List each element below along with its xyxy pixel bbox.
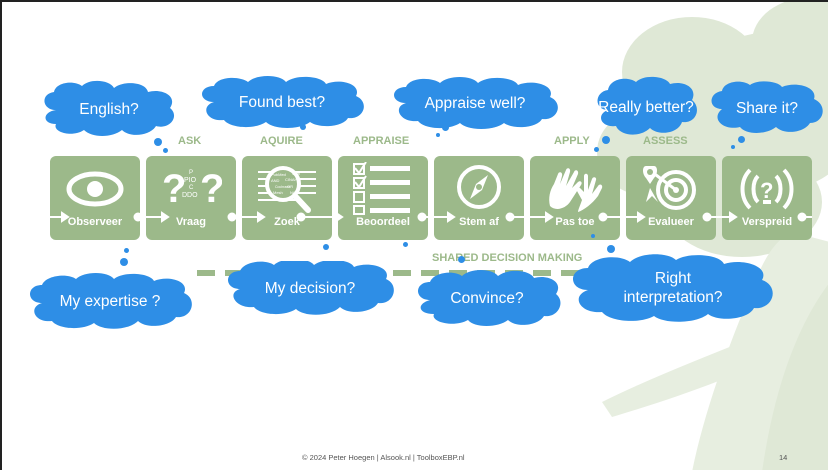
cloud-text: Convince?	[450, 289, 524, 307]
target-icon	[643, 166, 696, 210]
step-pas-toe: Pas toe	[530, 156, 620, 240]
thought-dot	[602, 136, 610, 144]
thought-dot	[442, 124, 449, 131]
step-label: Stem af	[459, 216, 499, 228]
cloud-text: Found best?	[238, 93, 326, 111]
cloud-text: Really better?	[598, 98, 694, 116]
cloud-text: Appraise well?	[424, 94, 526, 112]
compass-icon	[457, 165, 501, 209]
zoek-icon-text: NOT	[290, 190, 299, 195]
page-number: 14	[779, 453, 788, 462]
svg-text:?: ?	[200, 167, 222, 211]
cloud-text: My expertise ?	[59, 292, 161, 310]
step-evalueer: Evalueer	[626, 156, 716, 240]
step-verspreid: ? Verspreid	[722, 156, 812, 240]
broadcast-icon: ?	[740, 168, 794, 210]
step-observeer: Observeer	[50, 156, 140, 240]
step-vraag: ? ? P PIO C DDO Vraag	[146, 156, 236, 240]
cloud-my-decision: My decision?	[220, 261, 400, 315]
thought-dot	[403, 242, 408, 247]
cloud-share-it: Share it?	[706, 81, 828, 135]
phase-aquire: AQUIRE	[260, 135, 303, 147]
thought-dot	[163, 148, 168, 153]
vraag-icon-text: DDO	[182, 192, 198, 199]
zoek-icon-text: AND	[271, 178, 280, 183]
footer-credits: © 2024 Peter Hoegen | Alsook.nl | Toolbo…	[302, 453, 465, 462]
thought-dot	[323, 244, 329, 250]
phase-assess: ASSESS	[643, 135, 688, 147]
vraag-icon-text: PIO	[184, 177, 197, 184]
thought-dot	[738, 136, 745, 143]
thought-dot	[154, 138, 162, 146]
cloud-text: Share it?	[735, 99, 799, 117]
thought-dot	[124, 248, 129, 253]
thought-dot	[591, 234, 595, 238]
shared-decision-making-label: SHARED DECISION MAKING	[432, 252, 583, 264]
step-label: Zoek	[274, 216, 300, 228]
question-marks-icon: ? ? P PIO C DDO	[162, 167, 222, 211]
step-label: Beoordeel	[356, 216, 410, 228]
thought-dot	[594, 147, 599, 152]
svg-text:?: ?	[760, 178, 773, 203]
step-zoek: PubMed Cochrane CINAHL AND OR NOT Mesh W…	[242, 156, 332, 240]
step-label: Verspreid	[741, 216, 793, 228]
cloud-text: Right interpretation?	[623, 270, 723, 306]
step-stem-af: Stem af	[434, 156, 524, 240]
cloud-text: English?	[79, 100, 139, 118]
cloud-text: My decision?	[264, 279, 356, 297]
step-label: Pas toe	[555, 216, 595, 228]
vraag-icon-text: C	[189, 185, 194, 191]
cloud-my-expertise: My expertise ?	[22, 273, 198, 329]
phase-ask: ASK	[178, 135, 202, 147]
cloud-convince: Convince?	[412, 270, 562, 326]
step-beoordeel: Beoordeel	[338, 156, 428, 240]
zoek-icon-text: Web	[292, 171, 301, 176]
cloud-right-interpretation: Right interpretation?	[564, 254, 782, 322]
zoek-icon-text: Mesh	[273, 190, 283, 195]
cloud-found-best: Found best?	[194, 76, 370, 128]
cloud-appraise-well: Appraise well?	[386, 77, 564, 129]
checklist-icon	[353, 162, 410, 215]
svg-text:?: ?	[162, 167, 186, 211]
step-label: Vraag	[176, 216, 206, 228]
zoek-icon-text: PubMed	[271, 172, 286, 177]
zoek-icon-text: OR	[287, 184, 293, 189]
thought-dot	[436, 133, 440, 137]
thought-dot	[458, 256, 465, 263]
step-label: Evalueer	[648, 216, 694, 228]
phase-apply: APPLY	[554, 135, 590, 147]
zoek-icon-text: Cochrane	[275, 185, 290, 189]
thought-dot	[120, 258, 128, 266]
step-label: Observeer	[67, 216, 123, 228]
thought-dot	[300, 124, 306, 130]
thought-dot	[607, 245, 615, 253]
cloud-english: English?	[38, 80, 180, 138]
zoek-icon-text: CINAHL	[285, 177, 300, 182]
cloud-really-better: Really better?	[592, 76, 700, 138]
hands-icon	[549, 168, 603, 212]
magnifier-icon: PubMed Cochrane CINAHL AND OR NOT Mesh W…	[258, 166, 316, 213]
thought-dot	[731, 145, 735, 149]
eye-icon	[66, 171, 124, 207]
vraag-icon-text: P	[189, 170, 193, 176]
phase-appraise: APPRAISE	[353, 135, 410, 147]
